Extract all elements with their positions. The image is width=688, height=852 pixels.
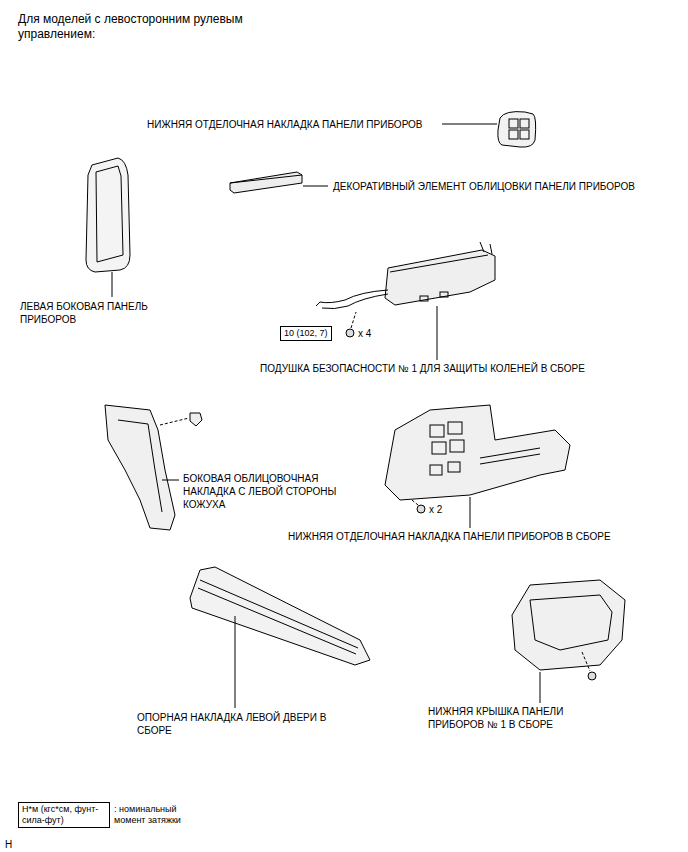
part-label: НИЖНЯЯ ОТДЕЛОЧНАЯ НАКЛАДКА ПАНЕЛИ ПРИБОР…: [147, 118, 423, 131]
part-label: ПОДУШКА БЕЗОПАСНОСТИ № 1 ДЛЯ ЗАЩИТЫ КОЛЕ…: [260, 362, 585, 375]
part-label: БОКОВАЯ ОБЛИЦОВОЧНАЯ НАКЛАДКА С ЛЕВОЙ СТ…: [183, 472, 361, 511]
page-title: Для моделей с левосторонним рулевым упра…: [18, 12, 268, 42]
lower-cover: [512, 580, 625, 703]
switch-bezel: [442, 112, 536, 148]
box-text: 10 (102, 7): [284, 328, 328, 339]
door-scuff-plate: [190, 567, 370, 708]
part-label: ОПОРНАЯ НАКЛАДКА ЛЕВОЙ ДВЕРИ В СБОРЕ: [137, 711, 337, 737]
ornament-bar: [230, 172, 328, 193]
cowl-side-trim: [105, 405, 202, 530]
quantity: x 4: [358, 327, 371, 340]
legend-text: : номинальный момент затяжки: [114, 804, 209, 826]
side-panel: [86, 158, 130, 297]
box-text: Н*м (кгс*см, фунт-сила-фут): [22, 804, 106, 826]
knee-airbag: [316, 242, 495, 360]
part-label: НИЖНЯЯ ОТДЕЛОЧНАЯ НАКЛАДКА ПАНЕЛИ ПРИБОР…: [288, 530, 611, 543]
part-label: ДЕКОРАТИВНЫЙ ЭЛЕМЕНТ ОБЛИЦОВКИ ПАНЕЛИ ПР…: [333, 180, 635, 193]
lower-finish-panel: [385, 405, 570, 528]
quantity: x 2: [429, 503, 442, 516]
part-label: ЛЕВАЯ БОКОВАЯ ПАНЕЛЬ ПРИБОРОВ: [20, 300, 170, 326]
page-mark: H: [5, 838, 12, 851]
torque-box: 10 (102, 7): [280, 326, 332, 341]
part-label: НИЖНЯЯ КРЫШКА ПАНЕЛИ ПРИБОРОВ № 1 В СБОР…: [428, 705, 590, 731]
legend-box: Н*м (кгс*см, фунт-сила-фут): [18, 802, 110, 828]
